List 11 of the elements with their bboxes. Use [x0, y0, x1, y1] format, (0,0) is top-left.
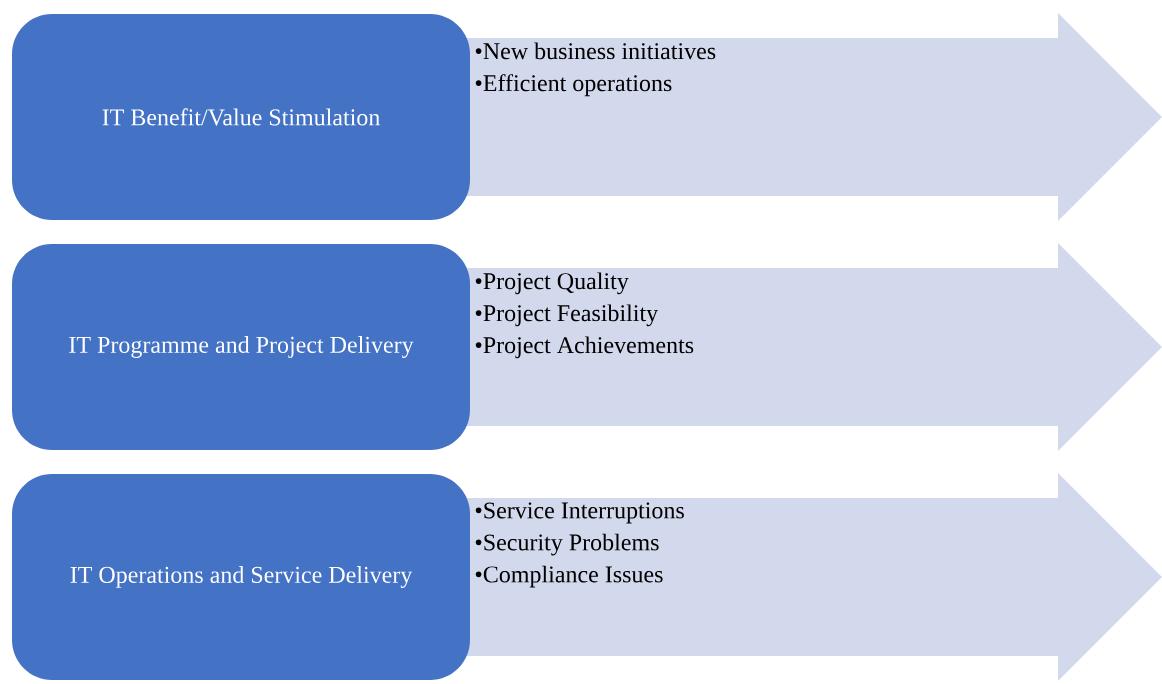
rounded-box: IT Benefit/Value Stimulation — [12, 14, 470, 220]
list-item: •Compliance Issues — [475, 565, 663, 588]
list-item: •Project Feasibility — [475, 304, 659, 327]
list-item: •Security Problems — [475, 533, 659, 556]
rounded-box: IT Programme and Project Delivery — [12, 244, 470, 450]
list-item: •Efficient operations — [475, 74, 672, 97]
list-item: •Project Quality — [475, 272, 629, 295]
rounded-box: IT Operations and Service Delivery — [12, 474, 470, 680]
list-item: •New business initiatives — [475, 42, 716, 60]
list-item: •Project Achievements — [475, 336, 694, 359]
list-item: •Service Interruptions — [475, 502, 684, 524]
